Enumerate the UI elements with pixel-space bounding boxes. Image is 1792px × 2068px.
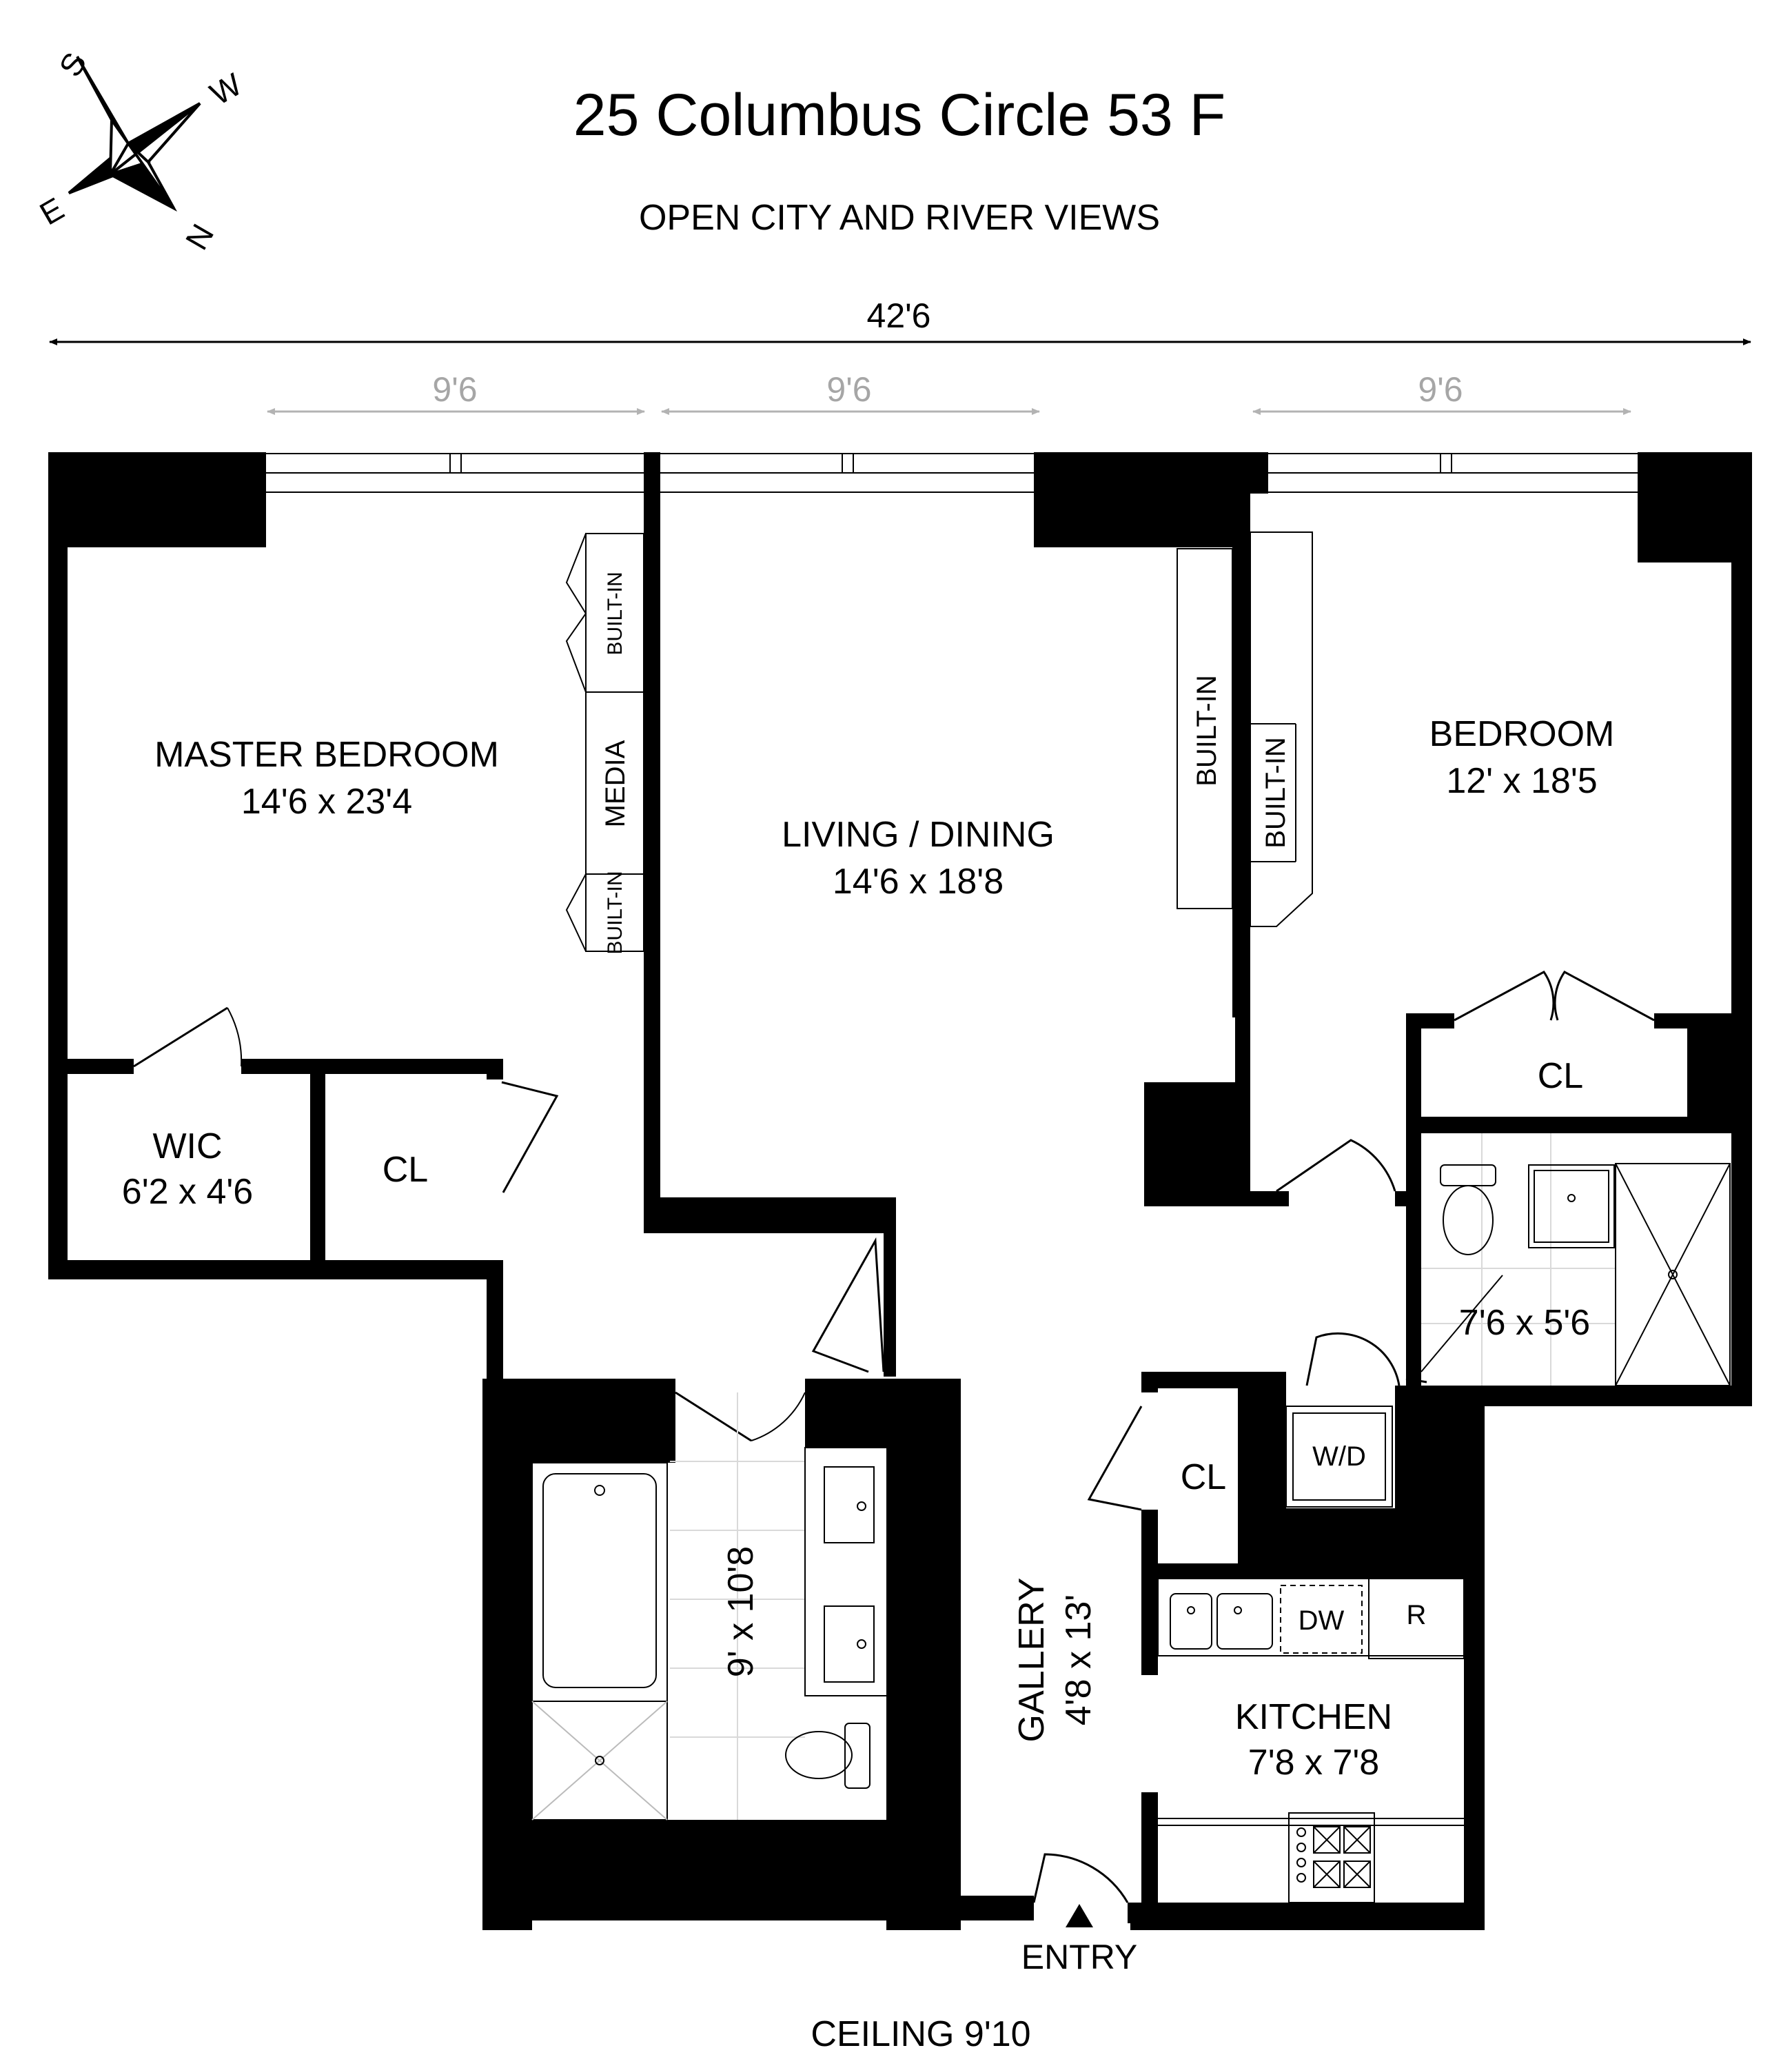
bedroom-name: BEDROOM [1429,714,1615,754]
stove-icon [1288,1812,1375,1903]
master-shower-icon [531,1701,668,1821]
bedroom-size: 12' x 18'5 [1446,761,1597,801]
master-bath-size: 9' x 10'8 [721,1546,761,1677]
master-bedroom-size: 14'6 x 23'4 [241,782,412,822]
bedroom-closet-label: CL [1538,1056,1583,1096]
master-closet-label: CL [383,1150,428,1190]
kitchen-name: KITCHEN [1235,1697,1392,1737]
overall-width-label: 42'6 [867,296,931,335]
refrigerator-label: R [1407,1600,1427,1630]
plan-title: 25 Columbus Circle 53 F [573,82,1225,148]
compass-rose-icon: S W N E [34,46,248,256]
refrigerator-icon [1368,1578,1465,1659]
kitchen-sink-icon [1170,1593,1212,1650]
wic-name: WIC [152,1126,222,1166]
compass-label-n: N [179,218,221,256]
wic-size: 6'2 x 4'6 [122,1172,253,1212]
bathtub-icon [531,1462,668,1702]
vanity-icon [804,1447,891,1696]
window-span-1-label: 9'6 [432,370,477,409]
built-in-label-2: BUILT-IN [604,871,627,954]
gallery-size: 4'8 x 13' [1059,1594,1099,1725]
entry-label: ENTRY [1021,1938,1138,1976]
toilet-icon [1443,1185,1494,1255]
bath-2-fixtures [1421,1133,1731,1386]
window-span-3-label: 9'6 [1418,370,1463,409]
compass-label-w: W [204,65,248,112]
master-toilet-icon [785,1731,853,1779]
compass-label-e: E [34,190,70,232]
living-dining-size: 14'6 x 18'8 [833,862,1004,902]
kitchen-fixtures: DW R [1157,1578,1465,1903]
gallery-closet-label: CL [1181,1457,1226,1497]
living-dining-name: LIVING / DINING [782,815,1055,855]
built-in-label-3: BUILT-IN [1192,675,1222,787]
sink-icon [1528,1164,1615,1248]
plan-subtitle: OPEN CITY AND RIVER VIEWS [639,198,1160,238]
gallery-name: GALLERY [1012,1578,1052,1743]
kitchen-size: 7'8 x 7'8 [1248,1743,1379,1783]
master-toilet-tank-icon [844,1723,870,1789]
walls [48,452,1752,1930]
windows [265,453,1641,493]
master-built-ins: BUILT-IN MEDIA BUILT-IN [565,533,644,955]
window-dimensions: 9'6 9'6 9'6 [267,370,1631,415]
window-span-2-label: 9'6 [826,370,871,409]
doors [133,971,1655,1903]
toilet-tank-icon [1440,1164,1496,1186]
master-bath-fixtures [531,1392,891,1821]
media-label: MEDIA [600,740,631,827]
entry-arrow-icon [1066,1904,1093,1927]
washer-dryer: W/D [1285,1406,1393,1508]
master-bedroom-name: MASTER BEDROOM [154,735,499,775]
dishwasher-icon [1280,1585,1363,1654]
built-in-label-4: BUILT-IN [1261,737,1291,849]
ceiling-height-label: CEILING 9'10 [811,2014,1030,2054]
entry-marker: ENTRY [1021,1904,1138,1976]
built-in-label-1: BUILT-IN [604,571,627,655]
room-labels: MASTER BEDROOM 14'6 x 23'4 LIVING / DINI… [122,714,1615,1783]
shower-icon [1615,1163,1731,1386]
overall-dimension: 42'6 [49,296,1751,345]
bedroom-built-ins: BUILT-IN BUILT-IN [1177,531,1313,927]
bath-2-size: 7'6 x 5'6 [1459,1303,1590,1343]
dishwasher-label: DW [1299,1605,1345,1636]
washer-dryer-label: W/D [1312,1441,1366,1472]
